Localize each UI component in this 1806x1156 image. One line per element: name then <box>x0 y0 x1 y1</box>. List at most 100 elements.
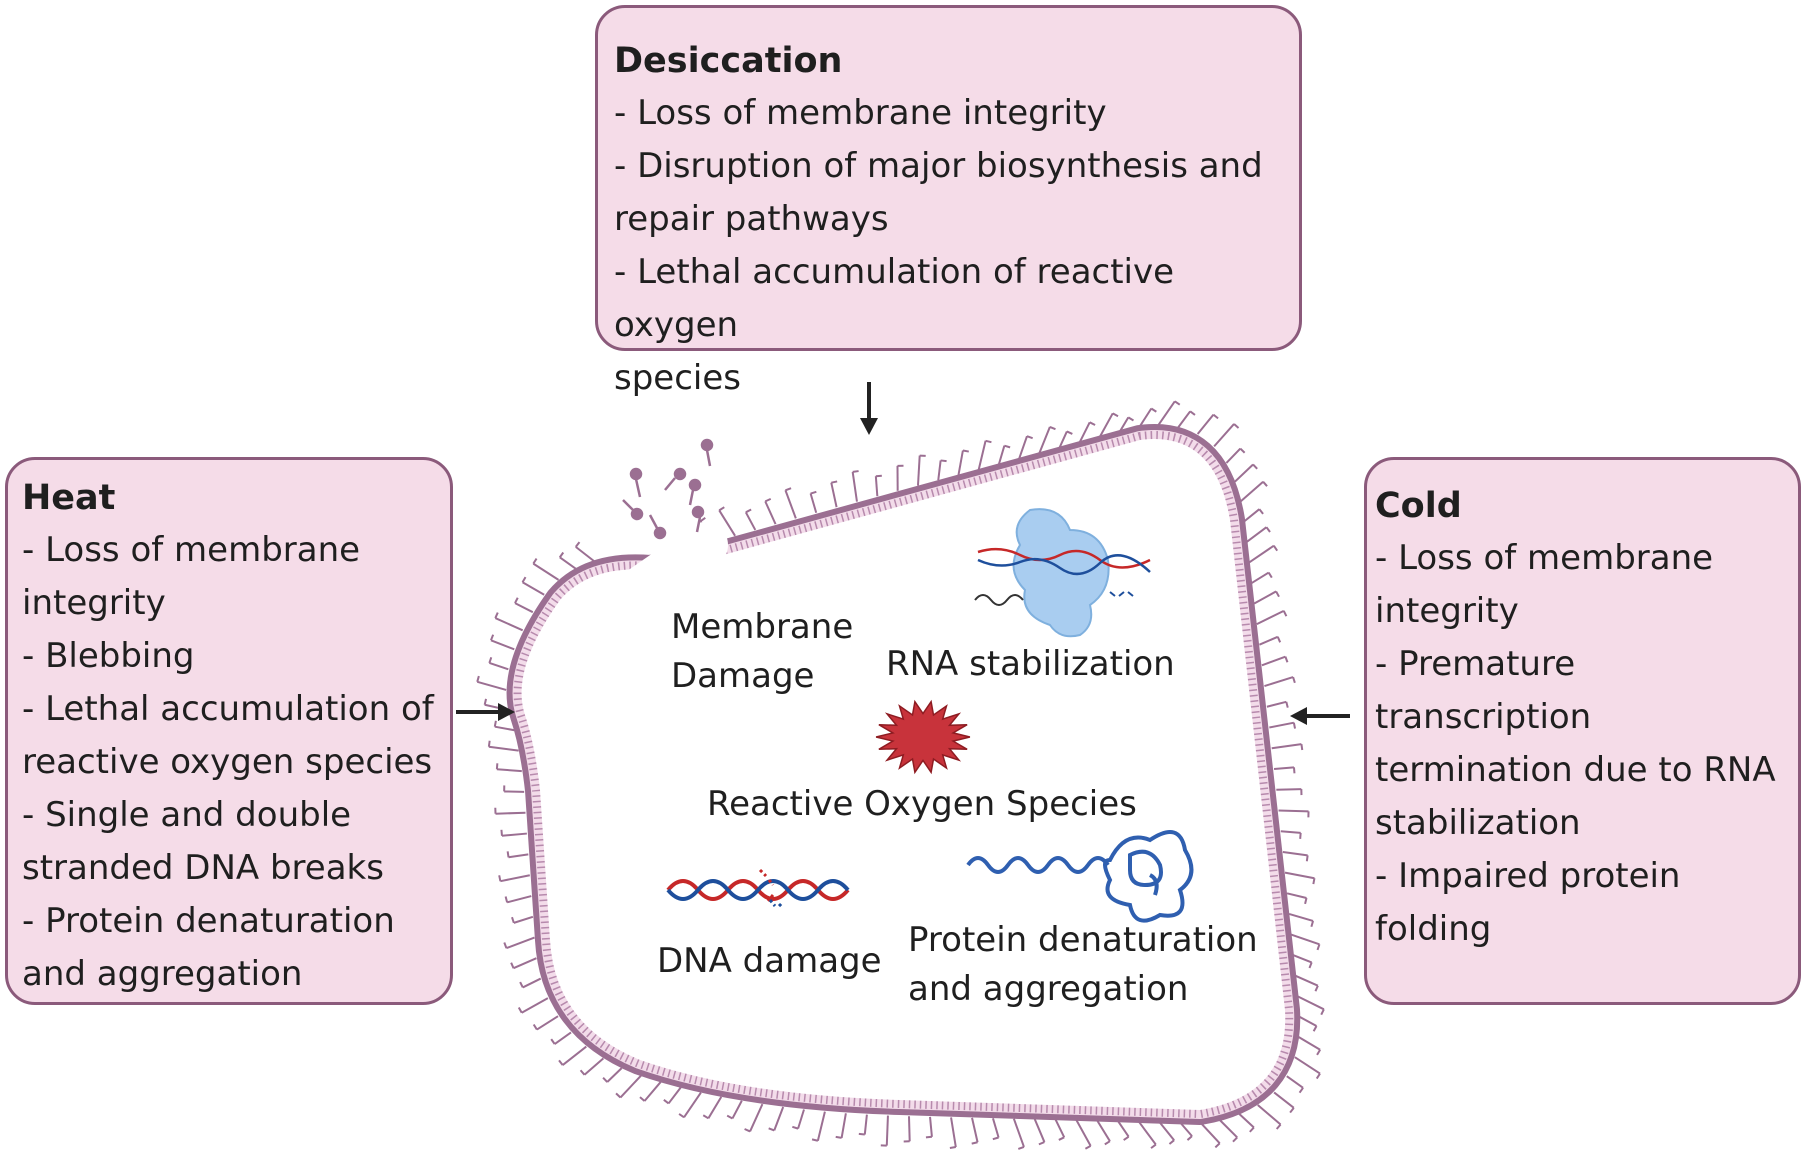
receptor-stalk <box>1256 609 1285 626</box>
receptor-stalk <box>718 509 736 537</box>
receptor-head <box>663 1099 670 1105</box>
receptor-head <box>1314 985 1319 992</box>
receptor-stalk <box>1261 655 1286 667</box>
receptor-stalk <box>840 1113 847 1139</box>
receptor-stalk <box>667 1086 682 1105</box>
receptor-stalk <box>513 957 537 970</box>
arrow-down-icon <box>860 382 878 435</box>
receptor-head <box>1038 1141 1045 1146</box>
receptor-stalk <box>874 476 879 497</box>
receptor-head <box>1282 610 1288 617</box>
receptor-stalk <box>1075 1119 1092 1147</box>
receptor-stalk <box>562 1045 587 1066</box>
effect-line: reactive oxygen species <box>22 742 433 782</box>
receptor-head <box>1284 656 1289 663</box>
receptor-stalk <box>992 1118 1000 1138</box>
receptor-head <box>1292 722 1297 729</box>
receptor-stalk <box>885 1115 889 1146</box>
receptor-head <box>1058 1136 1065 1141</box>
receptor-head <box>792 1125 799 1130</box>
label-line: Damage <box>671 656 815 696</box>
receptor-head <box>726 1114 733 1120</box>
receptor-head <box>476 675 480 683</box>
receptor-head <box>992 1136 999 1141</box>
receptor-stalk <box>1198 1120 1221 1144</box>
receptor-stalk <box>536 1015 559 1031</box>
receptor-stalk <box>1251 571 1270 584</box>
protein-aggregate-icon <box>966 830 1194 923</box>
receptor-stalk <box>1259 635 1279 646</box>
receptor-head <box>744 1128 751 1133</box>
receptor-stalk <box>971 1117 979 1143</box>
receptor-stalk <box>977 440 987 471</box>
receptor-head <box>1089 421 1096 426</box>
receptor-stalk <box>1264 676 1294 687</box>
receptor-stalk <box>1157 1120 1175 1141</box>
receptor-stalk <box>1286 1075 1304 1089</box>
receptor-stalk <box>606 1067 623 1083</box>
label-line: Protein denaturation <box>908 920 1258 960</box>
receptor-head <box>1168 1139 1175 1145</box>
receptor-stalk <box>1278 809 1309 813</box>
receptor-stalk <box>1294 1056 1321 1075</box>
receptor-head <box>1214 1142 1221 1149</box>
receptor-stalk <box>532 562 560 581</box>
receptor-head <box>1304 897 1308 905</box>
receptor-head <box>506 851 510 858</box>
effect-line: - Loss of membrane integrity <box>614 93 1107 133</box>
dna-damage-label: DNA damage <box>657 941 882 981</box>
receptor-head <box>1276 636 1282 643</box>
receptor-head <box>1272 545 1279 552</box>
effect-line: species <box>614 358 741 398</box>
receptor-head <box>1233 423 1240 429</box>
receptor-head <box>1300 743 1304 751</box>
effect-line: integrity <box>1375 591 1519 631</box>
receptor-stalk <box>957 450 964 476</box>
receptor-stalk <box>1037 426 1051 456</box>
receptor-stalk <box>489 662 509 671</box>
effect-line: - Single and double <box>22 795 352 835</box>
receptor-head <box>639 1096 646 1102</box>
effect-line: - Loss of membrane <box>22 530 361 570</box>
receptor-stalk <box>1298 1036 1321 1051</box>
effect-line: - Impaired protein <box>1375 856 1681 896</box>
receptor-stalk <box>506 895 532 904</box>
receptor-head <box>1084 1145 1092 1150</box>
receptor-head <box>493 720 497 727</box>
receptor-head <box>490 634 495 641</box>
membrane-damage-label: Membrane Damage <box>671 603 853 701</box>
receptor-head <box>1316 943 1321 951</box>
receptor-stalk <box>1243 508 1260 523</box>
receptor-stalk <box>1257 1104 1282 1126</box>
effect-line: folding <box>1375 909 1492 949</box>
receptor-stalk <box>1253 590 1277 605</box>
receptor-stalk <box>1218 1119 1238 1139</box>
membrane-receptors <box>476 400 1325 1150</box>
label-line: and aggregation <box>908 969 1189 1009</box>
receptor-head <box>768 1127 775 1132</box>
desiccation-effects: - Loss of membrane integrity - Disruptio… <box>614 87 1285 405</box>
receptor-stalk <box>1276 788 1302 791</box>
receptor-stalk <box>1296 995 1325 1011</box>
receptor-head <box>1174 400 1181 406</box>
receptor-stalk <box>797 1109 805 1129</box>
receptor-head <box>1186 1135 1193 1141</box>
receptor-head <box>602 1077 608 1083</box>
cold-effects: - Loss of membrane integrity - Premature… <box>1375 532 1790 956</box>
receptor-head <box>810 490 817 495</box>
receptor-stalk <box>1239 480 1264 503</box>
receptor-stalk <box>1273 1091 1295 1109</box>
receptor-head <box>494 612 499 619</box>
receptor-head <box>1112 412 1119 418</box>
receptor-head <box>514 597 519 604</box>
effect-line: - Lethal accumulation of reactive oxygen <box>614 252 1175 345</box>
receptor-head <box>1249 1126 1255 1133</box>
receptor-head <box>702 1114 709 1120</box>
cold-box: Cold - Loss of membrane integrity - Prem… <box>1364 457 1801 1005</box>
rna-stabilization-label: RNA stabilization <box>886 644 1175 684</box>
receptor-stalk <box>521 997 549 1014</box>
dna-helix-icon <box>666 868 850 910</box>
heat-title: Heat <box>22 478 116 518</box>
reactive-oxygen-star-icon <box>875 699 971 775</box>
